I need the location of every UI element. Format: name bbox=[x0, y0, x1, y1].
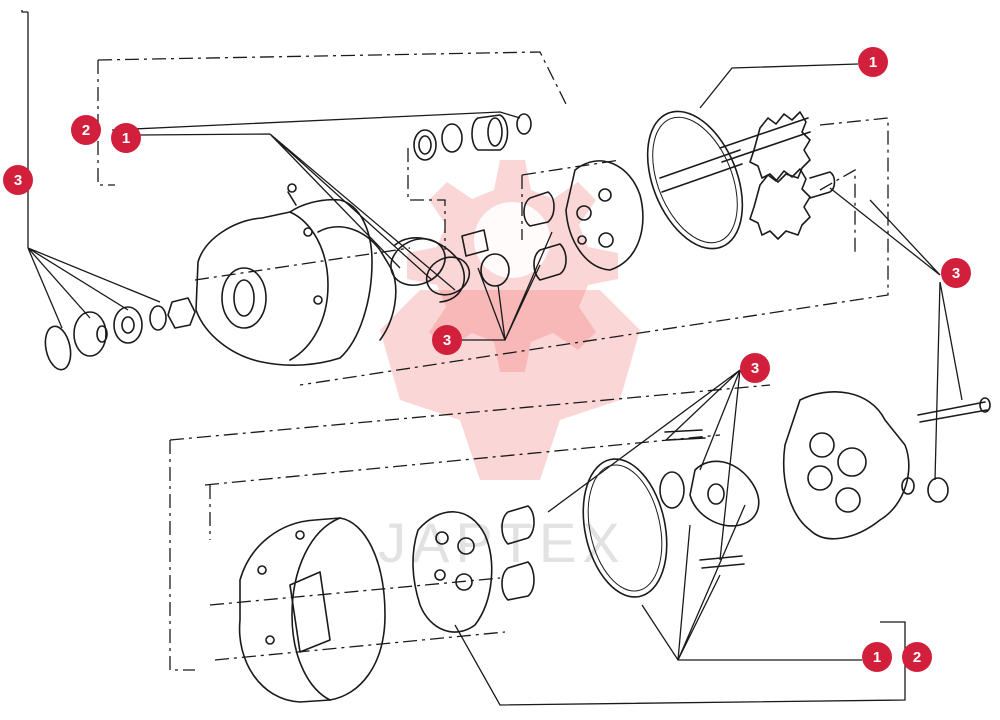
callout-1-bottom: 1 bbox=[862, 642, 892, 672]
svg-text:2: 2 bbox=[913, 649, 921, 666]
callout-3-left: 3 bbox=[3, 165, 33, 195]
svg-text:1: 1 bbox=[873, 649, 881, 666]
gear-shaft-pair bbox=[659, 111, 836, 240]
frame-bushing-group bbox=[521, 159, 621, 240]
callout-1-top-left: 1 bbox=[111, 123, 141, 153]
leader-c2 bbox=[111, 111, 521, 131]
axis-lower-2 bbox=[214, 631, 506, 661]
svg-text:3: 3 bbox=[952, 265, 960, 282]
svg-text:1: 1 bbox=[122, 130, 130, 147]
leader-left-stack bbox=[27, 247, 161, 329]
bracket-left bbox=[21, 10, 29, 248]
leader-c5 bbox=[829, 187, 963, 481]
callout-1-top-right: 1 bbox=[858, 47, 888, 77]
leader-c6 bbox=[547, 369, 741, 561]
gear-housing-body bbox=[238, 517, 386, 703]
leader-c9 bbox=[454, 621, 906, 706]
callout-2-top-left: 2 bbox=[71, 115, 101, 145]
watermark-gear-logo bbox=[380, 160, 640, 480]
callout-2-bottom: 2 bbox=[902, 642, 932, 672]
callout-3-right: 3 bbox=[941, 258, 971, 288]
leader-c4 bbox=[462, 231, 553, 341]
svg-text:3: 3 bbox=[751, 360, 759, 377]
leader-c3 bbox=[139, 133, 456, 291]
frame-upper-top bbox=[97, 51, 569, 109]
watermark-text: JAPTEX bbox=[378, 511, 626, 574]
bushings-lower bbox=[501, 505, 535, 601]
frame-upper-left bbox=[97, 60, 115, 186]
frame-lower-top bbox=[169, 384, 771, 441]
wear-plate-upper bbox=[565, 160, 644, 271]
seal-plate-cluster bbox=[390, 237, 471, 303]
rear-cover-housing bbox=[195, 183, 397, 366]
o-ring-lower bbox=[582, 458, 668, 598]
left-parts-stack bbox=[44, 297, 196, 371]
seal-rings-upper bbox=[413, 113, 532, 161]
frame-lower-mid bbox=[204, 434, 721, 486]
svg-text:2: 2 bbox=[82, 122, 90, 139]
frame-lower-left bbox=[169, 440, 195, 671]
leader-c8 bbox=[641, 504, 862, 661]
o-ring-upper-inner bbox=[652, 116, 738, 244]
bushings-upper bbox=[461, 191, 567, 287]
axis-lower-1 bbox=[209, 577, 501, 606]
frame-seal-group bbox=[407, 148, 446, 250]
svg-text:3: 3 bbox=[14, 172, 22, 189]
callout-3-center: 3 bbox=[432, 325, 462, 355]
seal-plate-lower bbox=[659, 429, 760, 569]
frame-gear-inner bbox=[819, 168, 856, 255]
frame-gear-group bbox=[299, 117, 889, 386]
leader-c1-top bbox=[699, 63, 859, 109]
svg-text:1: 1 bbox=[869, 54, 877, 71]
svg-text:3: 3 bbox=[443, 332, 451, 349]
callout-3-lower: 3 bbox=[740, 353, 770, 383]
axis-upper bbox=[194, 247, 411, 281]
front-housing bbox=[782, 391, 991, 540]
o-ring-upper bbox=[646, 110, 744, 250]
